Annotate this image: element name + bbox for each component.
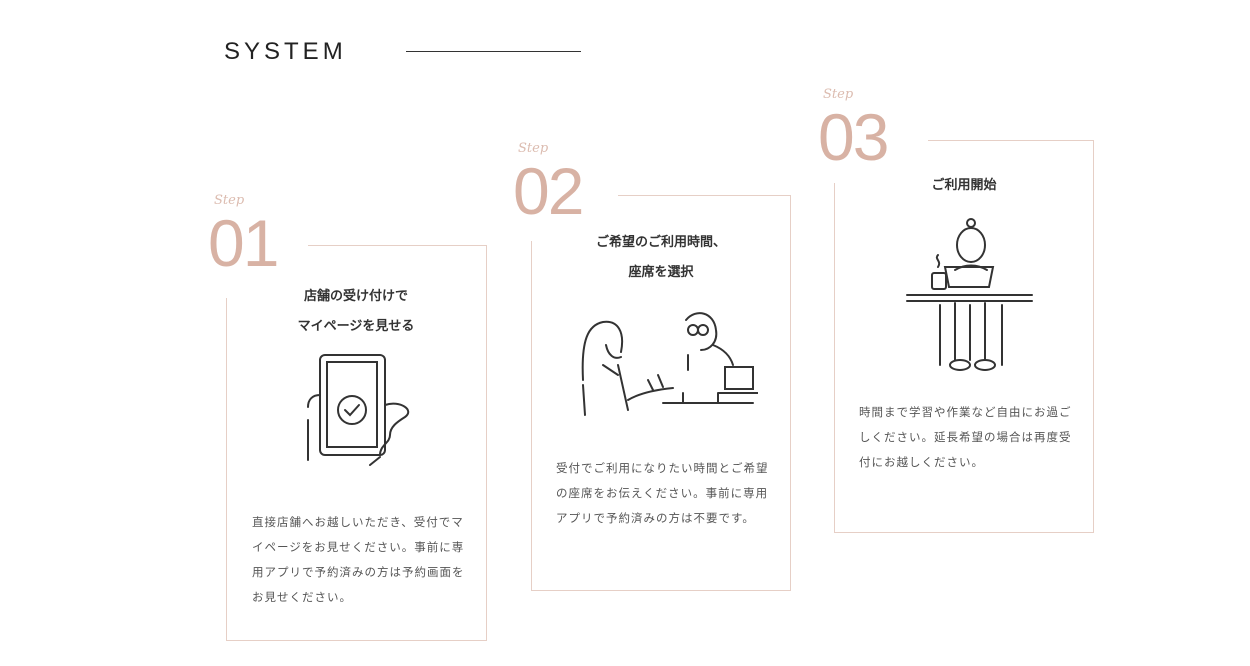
step-description: 受付でご利用になりたい時間とご希望の座席をお伝えください。事前に専用アプリで予約… <box>556 461 769 525</box>
heading-line: 店舗の受け付けで <box>303 289 408 304</box>
reception-counter-icon <box>581 312 758 416</box>
card-border <box>834 532 1094 533</box>
heading-line: ご希望のご利用時間、 <box>595 235 726 250</box>
heading-line: ご利用開始 <box>931 178 997 193</box>
card-border <box>790 195 791 591</box>
smartphone-check-icon <box>307 354 410 466</box>
step-description: 時間まで学習や作業など自由にお過ごしください。延長希望の場合は再度受付にお越しく… <box>859 405 1072 469</box>
card-border <box>1093 140 1094 533</box>
heading-line: マイページを見せる <box>297 319 415 334</box>
card-border <box>308 245 487 246</box>
step-label: Step <box>823 87 854 102</box>
title-divider <box>406 51 581 52</box>
card-border <box>226 640 487 641</box>
step-label: Step <box>214 193 245 208</box>
step-heading: ご希望のご利用時間、 座席を選択 <box>531 228 791 288</box>
step-label: Step <box>518 141 549 156</box>
heading-line: 座席を選択 <box>628 265 694 280</box>
card-border <box>834 183 835 533</box>
step-heading: ご利用開始 <box>834 171 1094 201</box>
card-border <box>226 298 227 641</box>
step-description: 直接店舗へお越しいただき、受付でマイページをお見せください。事前に専用アプリで予… <box>252 515 465 604</box>
step-number: 01 <box>208 206 279 280</box>
card-border <box>486 245 487 641</box>
card-border <box>928 140 1094 141</box>
step-heading: 店舗の受け付けで マイページを見せる <box>226 282 486 342</box>
card-border <box>531 590 791 591</box>
step-number: 02 <box>513 154 584 228</box>
person-laptop-icon <box>906 218 1033 371</box>
step-number: 03 <box>818 100 889 174</box>
card-border <box>531 241 532 591</box>
section-title: SYSTEM <box>224 38 347 65</box>
card-border <box>618 195 791 196</box>
